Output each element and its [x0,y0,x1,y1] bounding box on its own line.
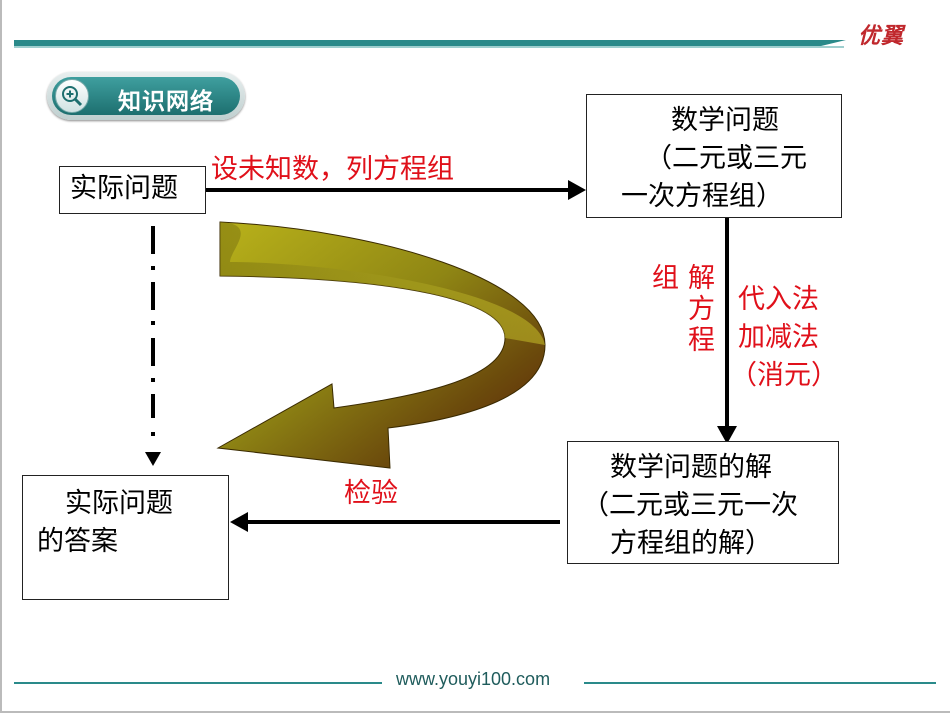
header-rule [14,40,846,46]
curved-check-arrow [216,221,546,469]
footer-url[interactable]: www.youyi100.com [396,669,551,689]
math-problem-line3: 一次方程组） [621,181,783,212]
math-problem-line2: （二元或三元 [645,143,807,174]
section-title: 知识网络 [118,89,214,115]
slide-left-border [0,0,2,713]
label-set-unknowns: 设未知数，列方程组 [211,154,454,185]
practical-problem-label: 实际问题 [70,173,178,204]
arrow-direct-dashdot [145,226,161,466]
math-solution-line3: 方程组的解） [610,528,772,559]
practical-problem-box: 实际问题 [59,166,206,214]
label-solve-fang: 方 [688,294,715,325]
label-method-note: （消元） [730,360,838,391]
brand-logo: 优翼 [858,24,905,49]
zoom-icon [55,79,89,113]
practical-answer-line2: 的答案 [37,526,118,557]
arrow-formulate [206,180,586,200]
label-solve-jie: 解 [688,263,715,294]
header-rule-light [14,46,844,48]
practical-answer-box: 实际问题 的答案 [22,475,229,600]
practical-answer-line1: 实际问题 [65,488,173,519]
math-problem-line1: 数学问题 [671,105,779,136]
footer-rule-right [584,682,936,684]
math-solution-line1: 数学问题的解 [610,452,772,483]
arrow-answer [230,512,560,532]
math-solution-line2: （二元或三元一次 [582,490,798,521]
label-check: 检验 [344,478,398,509]
label-solve-zu: 组 [652,263,679,294]
arrow-solve [717,218,737,444]
math-solution-box: 数学问题的解 （二元或三元一次 方程组的解） [567,441,839,564]
math-problem-box: 数学问题 （二元或三元 一次方程组） [586,94,842,218]
label-method-substitution: 代入法 [738,284,819,315]
label-method-elimination: 加减法 [738,322,819,353]
slide-bottom-border [0,711,950,713]
footer-rule-left [14,682,382,684]
label-solve-cheng: 程 [688,325,715,356]
